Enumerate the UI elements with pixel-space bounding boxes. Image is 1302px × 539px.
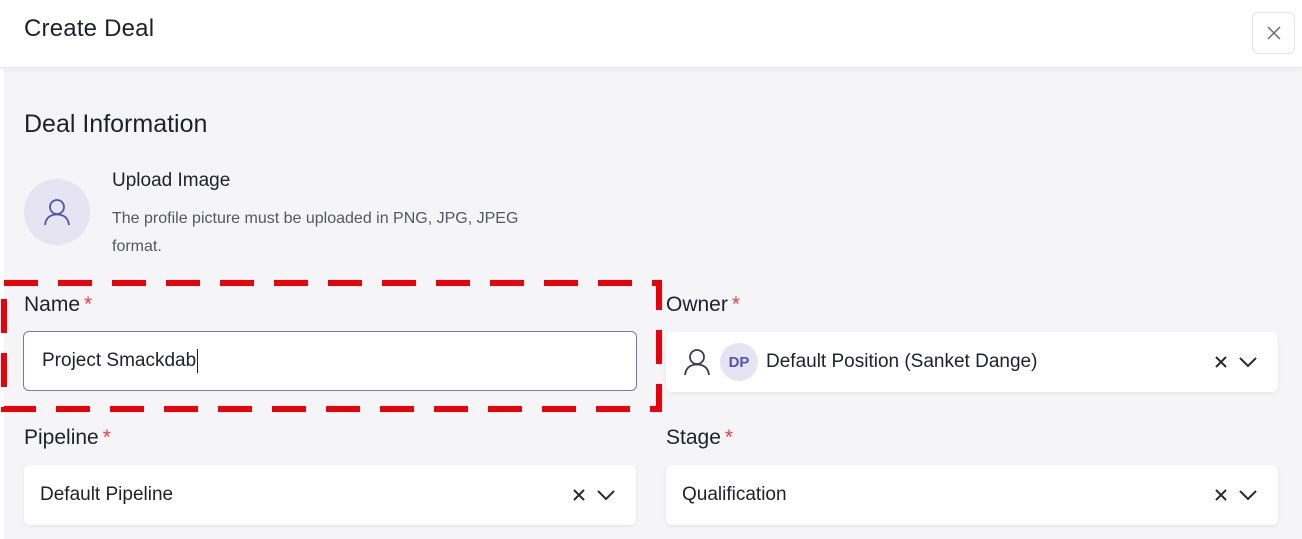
chevron-down-icon[interactable]: [596, 489, 616, 501]
close-icon: [1266, 26, 1281, 40]
stage-label-text: Stage: [666, 426, 721, 449]
required-mark: *: [102, 426, 111, 449]
name-input-value: Project Smackdab: [42, 350, 197, 371]
owner-controls: [1214, 332, 1258, 392]
owner-select[interactable]: DP Default Position (Sanket Dange): [666, 332, 1278, 392]
chevron-down-icon[interactable]: [1238, 356, 1258, 368]
name-label: Name*: [24, 293, 92, 317]
user-icon: [684, 349, 710, 376]
upload-avatar[interactable]: [24, 179, 90, 245]
required-mark: *: [731, 293, 741, 316]
owner-value: Default Position (Sanket Dange): [766, 351, 1038, 372]
upload-description: The profile picture must be uploaded in …: [112, 210, 519, 255]
required-mark: *: [724, 426, 734, 449]
clear-x-icon[interactable]: [572, 488, 586, 502]
pipeline-select[interactable]: Default Pipeline: [24, 465, 636, 525]
stage-value: Qualification: [682, 484, 787, 505]
name-label-text: Name: [24, 293, 81, 316]
name-input[interactable]: Project Smackdab: [23, 331, 637, 391]
clear-x-icon[interactable]: [1214, 488, 1228, 502]
owner-label-text: Owner: [666, 293, 728, 316]
pipeline-label-text: Pipeline: [24, 426, 99, 449]
close-button[interactable]: [1252, 12, 1295, 54]
stage-label: Stage*: [666, 426, 733, 450]
dialog-header: Create Deal: [0, 0, 1302, 68]
clear-x-icon[interactable]: [1214, 355, 1228, 369]
pipeline-value: Default Pipeline: [40, 484, 174, 505]
required-mark: *: [84, 293, 93, 316]
left-edge: [0, 0, 4, 539]
owner-label: Owner*: [666, 293, 740, 317]
dialog-title: Create Deal: [24, 15, 155, 42]
chevron-down-icon[interactable]: [1238, 489, 1258, 501]
owner-avatar-badge: DP: [720, 343, 758, 381]
pipeline-controls: [572, 465, 616, 525]
text-caret: [197, 349, 199, 373]
upload-title: Upload Image: [112, 170, 231, 191]
section-title: Deal Information: [24, 110, 208, 138]
user-icon: [44, 199, 70, 226]
pipeline-label: Pipeline*: [24, 426, 111, 450]
stage-controls: [1214, 465, 1258, 525]
stage-select[interactable]: Qualification: [666, 465, 1278, 525]
